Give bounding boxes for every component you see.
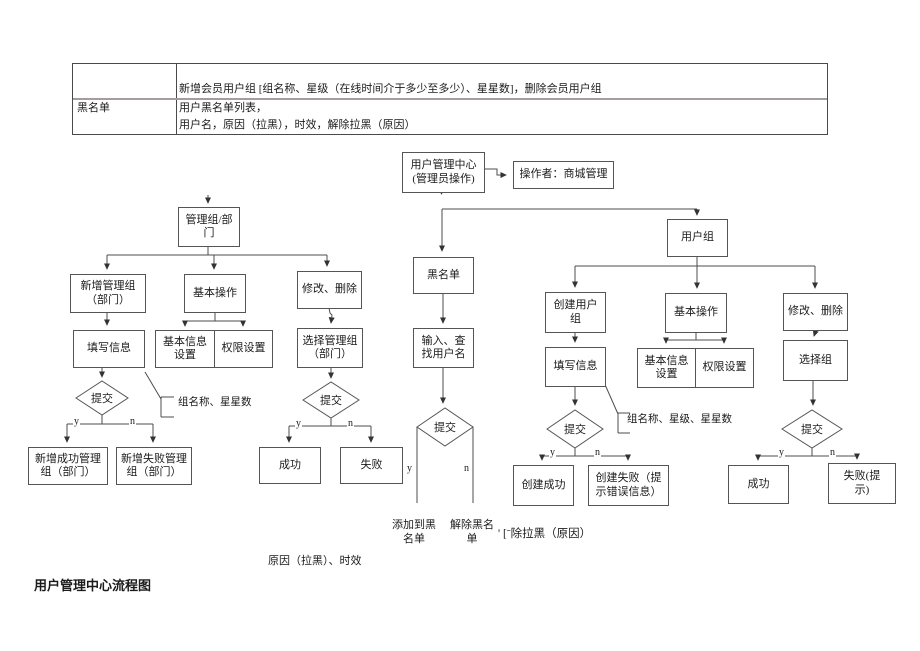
branch-label-yes: y <box>73 416 80 427</box>
node-success-right: 成功 <box>728 465 789 504</box>
text-reason-note: 原因（拉黑）、时效 <box>268 555 362 567</box>
node-basic-info-left: 基本信息 设置 <box>155 330 215 368</box>
node-blacklist: 黑名单 <box>413 257 474 294</box>
node-operator: 操作者：商城管理 <box>513 161 614 189</box>
node-fill-info-left: 填写信息 <box>73 330 145 368</box>
node-create-fail: 创建失败（提 示错误信息） <box>588 465 669 506</box>
diamond-label-submit-blacklist: 提交 <box>434 422 456 434</box>
branch-label-no: n <box>594 447 601 458</box>
table-cell-row2-right-line2: 用户名，原因（拉黑），时效，解除拉黑（原因） <box>179 119 416 131</box>
table-row-divider <box>73 98 827 100</box>
node-fill-info-right: 填写信息 <box>545 347 606 387</box>
node-success-left: 成功 <box>259 447 321 484</box>
node-add-success: 新增成功管理 组（部门） <box>28 447 108 485</box>
annotation-group-name-stars-right: 组名称、星级、星星数 <box>627 414 732 425</box>
diamond-submit-blacklist <box>416 407 474 447</box>
node-add-fail: 新增失败管理 组（部门） <box>116 447 192 485</box>
node-modify-delete-left: 修改、删除 <box>297 271 362 309</box>
text-add-to-blacklist: 添加到黑 名单 <box>392 519 436 545</box>
diamond-label-submit-right: 提交 <box>801 424 823 436</box>
table-cell-row1-right: 新增会员用户组 [组名称、星级（在线时间介于多少至多少）、星星数]，删除会员用户… <box>179 83 602 95</box>
node-fail-hint: 失败(提 示) <box>828 463 896 504</box>
node-basic-ops-left: 基本操作 <box>184 274 246 313</box>
branch-label-yes: y <box>778 447 785 458</box>
node-add-admin-group: 新增管理组 （部门） <box>70 274 146 313</box>
node-fail-left: 失败 <box>340 447 403 484</box>
node-basic-info-right: 基本信息 设置 <box>637 348 696 388</box>
diamond-submit-create <box>546 409 604 449</box>
table-cell-row2-left: 黑名单 <box>77 102 110 114</box>
page-caption: 用户管理中心流程图 <box>34 578 152 593</box>
node-basic-ops-right: 基本操作 <box>665 293 727 333</box>
node-admin-group-dept: 管理组/部 门 <box>178 207 240 247</box>
text-garbled-note: ' [ˉ除拉黑（原因） <box>498 528 592 540</box>
branch-label-yes: y <box>549 447 556 458</box>
node-select-admin-group: 选择管理组 （部门） <box>297 328 363 368</box>
table-cell-row2-right-line1: 用户黑名单列表， <box>179 102 267 114</box>
node-permission-right: 权限设置 <box>695 348 754 388</box>
node-permission-left: 权限设置 <box>214 330 273 368</box>
branch-label-no: n <box>129 416 136 427</box>
branch-label-no: n <box>829 447 836 458</box>
node-select-group: 选择组 <box>783 340 848 381</box>
branch-label-no: n <box>347 418 354 429</box>
node-user-group: 用户组 <box>667 219 728 257</box>
branch-label-yes: y <box>406 463 413 474</box>
node-user-mgmt-center: 用户管理中心 (管理员操作) <box>402 152 485 193</box>
node-modify-delete-right: 修改、删除 <box>783 293 848 331</box>
branch-label-yes: y <box>295 418 302 429</box>
diamond-submit-left <box>75 380 129 416</box>
diamond-label-submit-midleft: 提交 <box>320 395 342 407</box>
text-remove-blacklist: 解除黑名 单 <box>450 519 494 545</box>
diamond-label-submit-left: 提交 <box>91 393 113 405</box>
node-create-success: 创建成功 <box>513 465 574 506</box>
node-input-find-user: 输入、查 找用户名 <box>413 328 474 368</box>
diamond-submit-right <box>781 409 843 449</box>
node-create-user-group: 创建用户 组 <box>545 292 606 333</box>
diamond-label-submit-create: 提交 <box>564 424 586 436</box>
branch-label-no: n <box>463 463 470 474</box>
annotation-group-name-stars-left: 组名称、星星数 <box>178 397 252 408</box>
spec-table: 新增会员用户组 [组名称、星级（在线时间介于多少至多少）、星星数]，删除会员用户… <box>72 63 828 135</box>
diamond-submit-midleft <box>302 381 360 419</box>
